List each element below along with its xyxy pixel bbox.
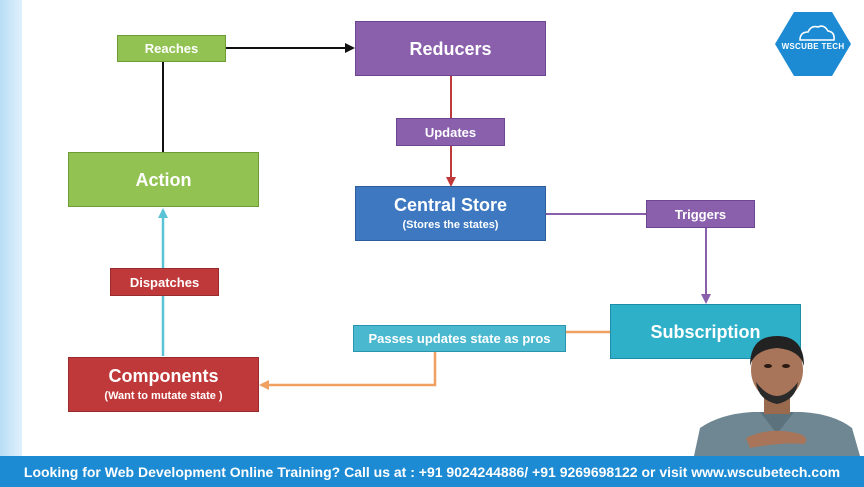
promo-banner: Looking for Web Development Online Train… (0, 456, 864, 487)
edge-label-triggers: Triggers (646, 200, 755, 228)
node-central-store-title: Central Store (393, 195, 508, 215)
edge-label-updates: Updates (396, 118, 505, 146)
edge-label-reaches: Reaches (117, 35, 226, 62)
node-components-title: Components (108, 366, 219, 386)
node-components: Components (Want to mutate state ) (68, 357, 259, 412)
logo-text: WSCUBE TECH (781, 42, 845, 51)
edge-label-dispatches: Dispatches (110, 268, 219, 296)
edge-label-passes: Passes updates state as pros (353, 325, 566, 352)
presenter-image (694, 336, 860, 456)
node-reducers: Reducers (355, 21, 546, 76)
promo-banner-text: Looking for Web Development Online Train… (23, 463, 841, 480)
node-action-title: Action (135, 169, 192, 190)
node-components-subtitle: (Want to mutate state ) (104, 390, 223, 402)
node-reducers-title: Reducers (409, 38, 492, 59)
wscube-logo-icon (775, 12, 851, 76)
node-subscription-title: Subscription (650, 321, 761, 342)
left-edge-strip (0, 0, 22, 456)
node-action: Action (68, 152, 259, 207)
node-central-store-subtitle: (Stores the states) (402, 219, 499, 231)
node-central-store: Central Store (Stores the states) (355, 186, 546, 241)
